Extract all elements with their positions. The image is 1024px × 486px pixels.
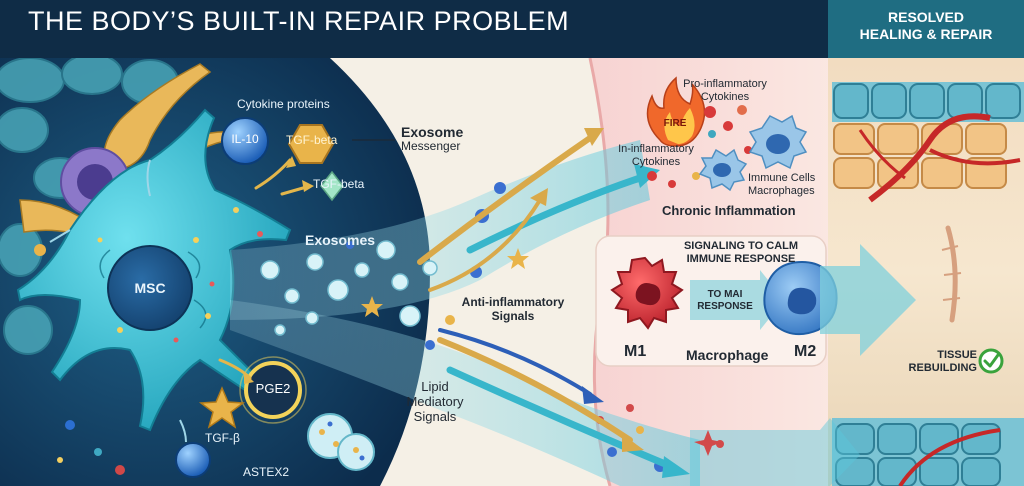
pge2-label: PGE2: [255, 381, 291, 396]
resolved-line-1: RESOLVED: [888, 9, 964, 25]
astex2-label: ASTEX2: [243, 465, 290, 479]
tgf-b-label: TGF-β: [205, 431, 240, 445]
signal-line-2: IMMUNE RESPONSE: [686, 252, 796, 265]
tgf-beta-label-2: TGF-beta: [313, 177, 365, 191]
to-line-2: RESPONSE: [697, 300, 753, 312]
signaling-label: SIGNALING TO CALM IMMUNE RESPONSE: [666, 240, 816, 265]
chronic-inflammation-label: Chronic Inflammation: [662, 203, 796, 218]
m1-macrophage: [610, 256, 684, 330]
tgf-beta-diamond: [320, 170, 344, 202]
lipid-line-1: Lipid: [421, 379, 449, 394]
healing-arrow: [820, 244, 916, 356]
immune-cells-label: Immune Cells Macrophages: [748, 172, 815, 197]
background-cells: [0, 53, 179, 355]
tissue-line-2: REBUILDING: [908, 361, 977, 374]
m1-label: M1: [624, 343, 647, 360]
immune-line-1: Immune Cells: [748, 172, 816, 184]
anti-line-1: Anti-inflammatory: [461, 295, 565, 309]
m2-label: M2: [794, 343, 817, 360]
macrophage-label: Macrophage: [686, 347, 769, 363]
check-icon: [978, 348, 1004, 374]
cytokine-dots: [647, 105, 752, 188]
anti-line-2: Signals: [491, 308, 535, 323]
title-bar: [0, 0, 828, 58]
resolved-header: [828, 0, 1024, 58]
fire-icon: [646, 76, 706, 147]
exosomes-label: Exosomes: [305, 232, 376, 248]
immune-cell-large: [748, 114, 808, 170]
tgf-beta-label-1: TGF-beta: [286, 133, 338, 147]
in-line-1: In-inflammatory: [618, 143, 694, 155]
tissue-line-1: TISSUE: [937, 349, 977, 361]
lipid-mediatory-label: Lipid Mediatory Signals: [400, 379, 470, 425]
il10-label: IL-10: [231, 132, 259, 146]
anti-inflammatory-label: Anti-inflammatory Signals: [453, 295, 573, 324]
msc-label: MSC: [134, 280, 166, 296]
to-response-label: TO MAI RESPONSE: [692, 289, 758, 312]
resolved-title: RESOLVED HEALING & REPAIR: [828, 9, 1024, 43]
resolved-line-2: HEALING & REPAIR: [859, 26, 993, 42]
pro-line-1: Pro-inflammatory: [683, 78, 767, 90]
immune-cell-small: [698, 148, 748, 192]
fire-label: FIRE: [663, 118, 687, 129]
astex2-vesicle: [307, 413, 375, 471]
to-line-1: TO MAI: [707, 289, 743, 300]
signal-line-1: SIGNALING TO CALM: [683, 240, 799, 252]
pro-inflammatory-label: Pro-inflammatory Cytokines: [670, 78, 780, 103]
il10-molecule: [221, 117, 269, 165]
messenger-label: Messenger: [401, 139, 461, 153]
transition-arrow: [690, 270, 784, 330]
tgf-b-star: [198, 386, 246, 429]
pro-line-2: Cytokines: [700, 90, 750, 103]
pge2-ring: [244, 361, 302, 419]
lipid-line-2: Mediatory: [406, 393, 464, 409]
in-inflammatory-label: In-inflammatory Cytokines: [612, 143, 700, 168]
page-title: THE BODY’S BUILT-IN REPAIR PROBLEM: [28, 6, 570, 36]
exosome-label: Exosome: [401, 124, 464, 140]
tgf-beta-molecule: [287, 124, 335, 164]
in-line-2: Cytokines: [631, 155, 681, 168]
healthy-tissue-top: [832, 82, 1024, 203]
immune-line-2: Macrophages: [748, 184, 815, 197]
tissue-rebuilding-label: TISSUE REBUILDING: [903, 349, 977, 374]
healthy-tissue-bottom: [832, 418, 1024, 486]
exosome-stream: [260, 240, 438, 336]
lipid-line-3: Signals: [413, 408, 457, 424]
cytokine-proteins-label: Cytokine proteins: [237, 97, 330, 111]
